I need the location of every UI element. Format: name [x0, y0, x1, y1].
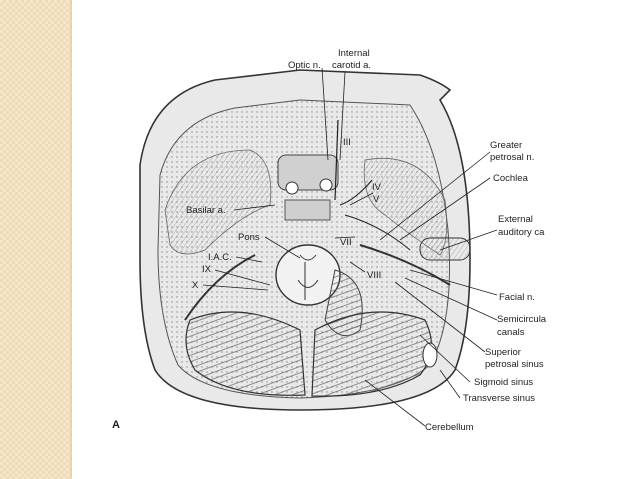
label-iv: IV — [372, 182, 382, 193]
label-v: V — [373, 194, 380, 205]
label-greater-petrosal-1: Greater — [490, 140, 522, 151]
label-basilar-a: Basilar a. — [186, 205, 226, 216]
label-semicircular-2: canals — [497, 327, 525, 338]
carotid-left — [285, 181, 299, 195]
label-x: X — [192, 280, 199, 291]
label-internal-carotid-2: carotid a. — [332, 60, 371, 71]
label-optic-n: Optic n. — [288, 60, 321, 71]
label-sigmoid-sinus: Sigmoid sinus — [474, 377, 533, 388]
nerve-iii — [334, 119, 339, 201]
label-viii: VIII — [367, 270, 381, 281]
decorative-side-stripe — [0, 0, 72, 479]
label-ix: IX — [202, 264, 212, 275]
label-external-auditory-1: External — [498, 214, 533, 225]
brainstem-detail — [297, 254, 319, 300]
cerebellum-left — [185, 311, 306, 396]
label-transverse-sinus: Transverse sinus — [463, 393, 535, 404]
label-internal-carotid-1: Internal — [338, 48, 370, 59]
label-greater-petrosal-2: petrosal n. — [490, 152, 534, 163]
nerve-strands-right — [339, 179, 411, 251]
label-superior-petrosal-2: petrosal sinus — [485, 359, 544, 370]
label-cochlea: Cochlea — [493, 173, 529, 184]
label-cerebellum: Cerebellum — [425, 422, 474, 433]
petrous-ridge-right — [359, 244, 451, 286]
label-external-auditory-2: auditory ca — [498, 227, 545, 238]
label-superior-petrosal-1: Superior — [485, 347, 521, 358]
label-vii: VII — [340, 237, 352, 248]
sigmoid-sinus-shape — [422, 342, 438, 368]
label-pons: Pons — [238, 232, 260, 243]
label-panel-letter: A — [112, 419, 120, 431]
middle-fossa-left — [164, 149, 272, 255]
auditory-canal — [419, 237, 471, 261]
carotid-right — [319, 178, 333, 192]
label-semicircular-1: Semicircula — [497, 314, 547, 325]
label-iii: III — [343, 137, 351, 148]
basilar-plate — [284, 199, 331, 221]
label-iac: I.A.C. — [208, 252, 232, 263]
leader-lines — [202, 67, 498, 427]
label-facial-n: Facial n. — [499, 292, 535, 303]
